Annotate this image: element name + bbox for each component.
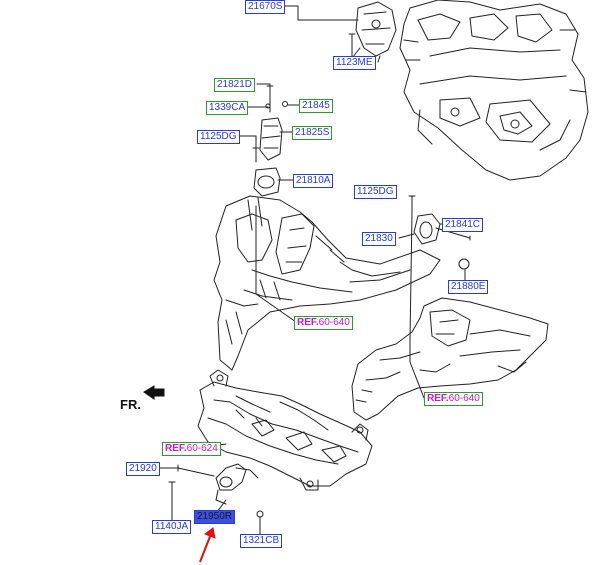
bolt-21920: [177, 464, 215, 477]
part-label-21825s[interactable]: 21825S: [292, 126, 333, 140]
roll-stopper-21950r: [215, 463, 259, 505]
part-label-1339ca[interactable]: 1339CA: [206, 101, 249, 115]
upper-mount-bracket: [351, 1, 397, 63]
washer-21880e: [458, 258, 470, 270]
part-label-21920[interactable]: 21920: [126, 462, 160, 476]
part-label-1125dg-left[interactable]: 1125DG: [197, 130, 240, 144]
part-label-21841c[interactable]: 21841C: [442, 218, 484, 232]
part-label-21810a[interactable]: 21810A: [293, 174, 334, 188]
front-direction-arrow-icon: [143, 385, 165, 400]
ref-prefix: REF.: [165, 443, 187, 454]
nut-1321cb: [256, 510, 264, 518]
mount-21830: [413, 213, 441, 245]
engine-block-drawing: [399, 0, 589, 181]
part-label-21821d[interactable]: 21821D: [214, 78, 256, 92]
part-label-1123me[interactable]: 1123ME: [333, 56, 376, 70]
bolt-1123me: [348, 33, 356, 57]
part-label-21670s[interactable]: 21670S: [245, 0, 286, 14]
bolt-1140ja: [168, 481, 176, 507]
bolt-21841c: [435, 227, 471, 241]
nut-21845: [282, 101, 288, 107]
part-label-1321cb[interactable]: 1321CB: [240, 534, 283, 548]
mount-bracket-21825s: [259, 117, 283, 161]
part-label-21830[interactable]: 21830: [362, 232, 396, 246]
ref-code: 60-624: [186, 443, 218, 454]
red-pointer-arrow-icon: [199, 527, 216, 563]
front-direction-label: FR.: [120, 397, 141, 412]
ref-label-subframe[interactable]: REF.60-624: [162, 442, 221, 456]
ref-code: 60-640: [318, 317, 350, 328]
left-side-member-panel: [213, 195, 441, 371]
right-side-member-panel: [351, 297, 549, 421]
bolt-1125dg-right: [408, 195, 416, 213]
part-label-1125dg-right[interactable]: 1125DG: [354, 185, 397, 199]
bolt-1125dg-left: [252, 147, 260, 163]
part-label-1140ja[interactable]: 1140JA: [152, 520, 192, 534]
ref-label-left-member[interactable]: REF.60-640: [294, 316, 353, 330]
ref-prefix: REF.: [427, 393, 449, 404]
engine-mount-21810a: [253, 167, 281, 197]
leader-right-vertical: [409, 211, 413, 341]
subframe-crossmember: [197, 369, 373, 491]
part-label-21950r[interactable]: 21950R: [194, 510, 236, 524]
ref-label-right-member[interactable]: REF.60-640: [424, 392, 483, 406]
ref-prefix: REF.: [297, 317, 319, 328]
part-label-21880e[interactable]: 21880E: [448, 280, 489, 294]
part-label-21845[interactable]: 21845: [299, 99, 333, 113]
ref-code: 60-640: [448, 393, 480, 404]
washer-1339ca: [265, 103, 271, 109]
